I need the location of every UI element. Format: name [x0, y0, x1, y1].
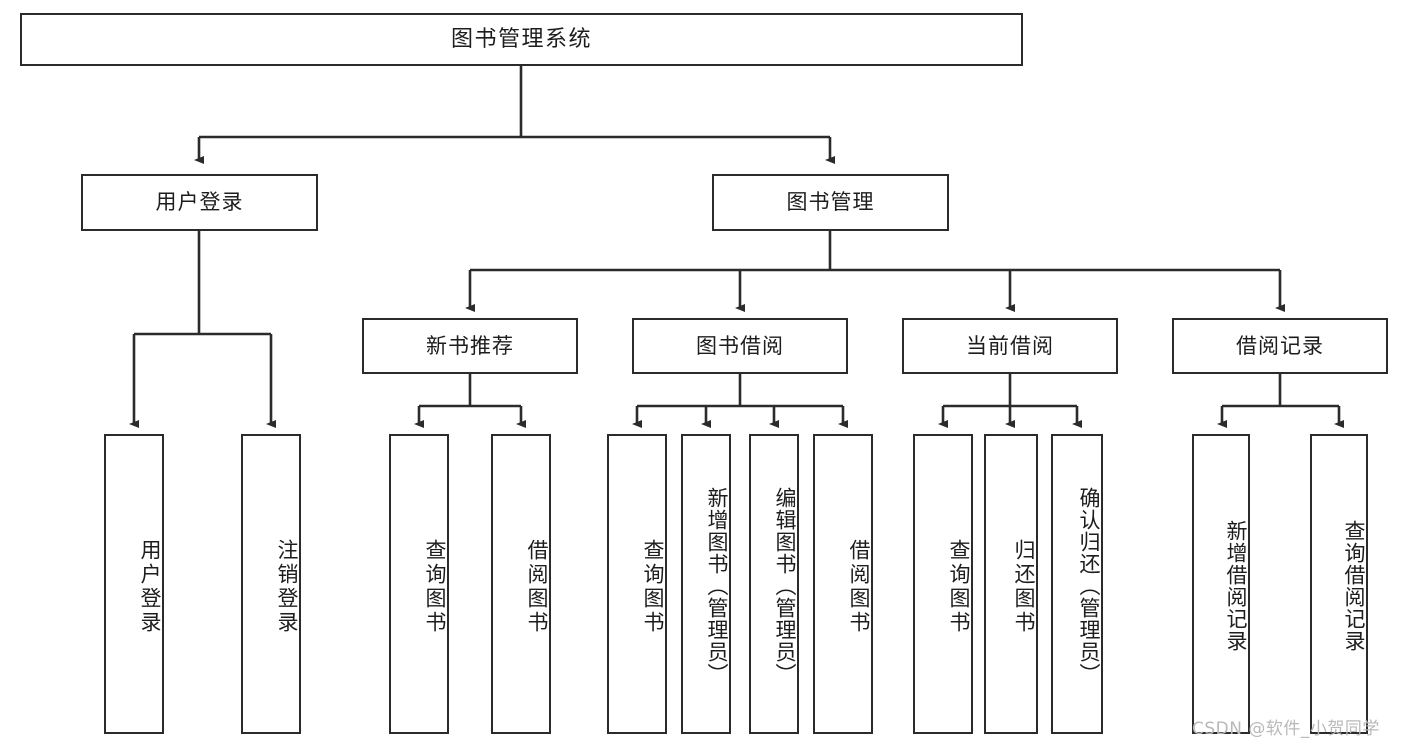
node-label: 查询图书: [423, 539, 447, 635]
leaf-edit-book-admin[interactable]: 编辑图书（管理员）: [749, 434, 799, 734]
node-label: 查询借阅记录: [1342, 520, 1366, 652]
csdn-watermark: CSDN @软件_小贺同学: [1192, 719, 1380, 739]
node-label: 当前借阅: [966, 333, 1054, 358]
node-label: 图书管理系统: [450, 26, 592, 52]
node-new-book-recommend[interactable]: 新书推荐: [362, 318, 578, 374]
node-label: 图书管理: [786, 190, 875, 215]
node-label: 编辑图书（管理员）: [773, 487, 797, 685]
node-label: 借阅图书: [847, 539, 871, 635]
node-borrow-record[interactable]: 借阅记录: [1172, 318, 1388, 374]
node-label: 查询图书: [641, 539, 665, 635]
leaf-user-login[interactable]: 用户登录: [104, 434, 164, 734]
leaf-query-borrow-record[interactable]: 查询借阅记录: [1310, 434, 1368, 734]
leaf-logout[interactable]: 注销登录: [241, 434, 301, 734]
node-label: 确认归还（管理员）: [1077, 487, 1101, 685]
node-book-management[interactable]: 图书管理: [712, 174, 949, 231]
leaf-add-book-admin[interactable]: 新增图书（管理员）: [681, 434, 731, 734]
node-label: 借阅记录: [1236, 333, 1324, 358]
leaf-borrow-book-newbook[interactable]: 借阅图书: [491, 434, 551, 734]
node-label: 归还图书: [1012, 539, 1036, 635]
node-current-borrow[interactable]: 当前借阅: [902, 318, 1118, 374]
leaf-return-book[interactable]: 归还图书: [984, 434, 1038, 734]
node-label: 图书借阅: [696, 333, 784, 358]
leaf-add-borrow-record[interactable]: 新增借阅记录: [1192, 434, 1250, 734]
node-label: 注销登录: [275, 539, 299, 635]
leaf-confirm-return-admin[interactable]: 确认归还（管理员）: [1051, 434, 1103, 734]
node-label: 查询图书: [947, 539, 971, 635]
node-book-borrow[interactable]: 图书借阅: [632, 318, 848, 374]
leaf-borrow-book[interactable]: 借阅图书: [813, 434, 873, 734]
node-label: 新增借阅记录: [1224, 520, 1248, 652]
node-label: 用户登录: [155, 190, 244, 215]
node-label: 新增图书（管理员）: [705, 487, 729, 685]
leaf-query-book-newbook[interactable]: 查询图书: [389, 434, 449, 734]
node-label: 借阅图书: [525, 539, 549, 635]
leaf-query-book-borrow[interactable]: 查询图书: [607, 434, 667, 734]
node-label: 用户登录: [138, 539, 162, 635]
node-user-login[interactable]: 用户登录: [81, 174, 318, 231]
node-root-system[interactable]: 图书管理系统: [20, 13, 1023, 66]
leaf-query-book-current[interactable]: 查询图书: [913, 434, 973, 734]
node-label: 新书推荐: [426, 333, 514, 358]
